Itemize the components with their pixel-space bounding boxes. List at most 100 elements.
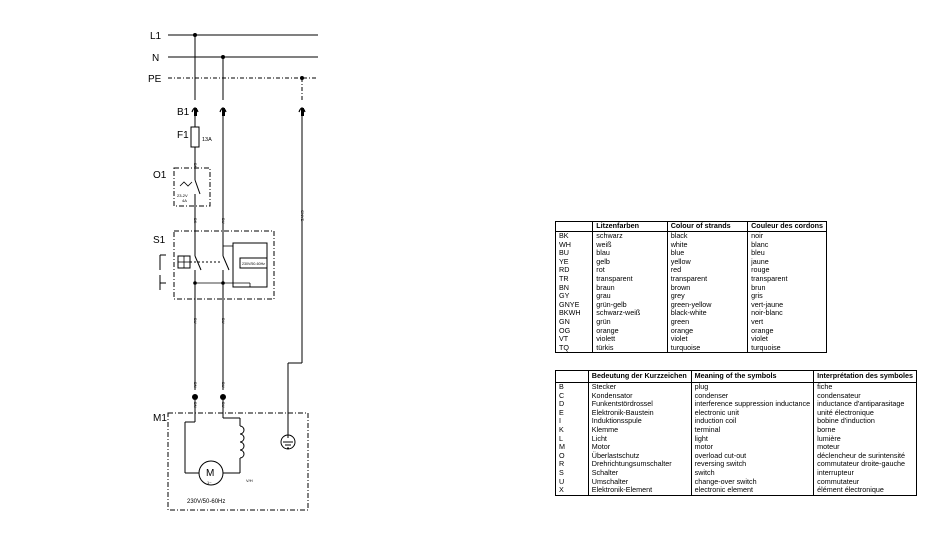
- wire-code-bu-2: BU: [193, 318, 198, 324]
- motor-symbol-sub: 1~: [207, 480, 212, 485]
- symbol-table-cell: condenser: [690, 391, 814, 401]
- fuse-body: [190, 126, 200, 148]
- plug-pin-l-body: [194, 108, 197, 116]
- symbol-table-cell: bobine d'induction: [813, 417, 917, 426]
- symbol-header-fr: Interprétation des symboles: [813, 370, 917, 383]
- colour-table-cell: RD: [559, 265, 570, 275]
- symbol-table-cell: Drehrichtungsumschalter: [587, 460, 692, 469]
- colour-table-header: Litzenfarben Colour of strands Couleur d…: [555, 221, 827, 232]
- motor-coil: [239, 425, 245, 459]
- colour-header-de: Litzenfarben: [592, 221, 668, 232]
- symbol-table-cell: Elektronik-Baustein: [587, 408, 692, 418]
- symbol-table-cell: light: [690, 434, 814, 444]
- plug-pin-n-body: [222, 108, 225, 116]
- symbol-table-cell: electronic element: [690, 485, 814, 496]
- symbol-table-cell: commutateur: [813, 477, 917, 487]
- s1-detail: 230V/50-60Hz: [242, 262, 265, 266]
- symbol-table-cell: U: [559, 476, 565, 486]
- colour-table-cell: grau: [592, 292, 668, 301]
- colour-table-cell: blau: [592, 249, 668, 258]
- colour-table-cell: GN: [559, 316, 570, 326]
- wire-code-bn-2: BN: [193, 382, 198, 388]
- colour-table-cell: transparent: [747, 274, 827, 284]
- colour-table-cell: noir-blanc: [747, 309, 827, 318]
- symbol-table-cell: L: [559, 433, 563, 443]
- symbol-table-cell: fiche: [813, 382, 917, 392]
- colour-table-cell: GY: [559, 291, 570, 301]
- motor-terminal-l: [192, 394, 198, 400]
- symbol-table-cell: commutateur droite-gauche: [813, 460, 917, 469]
- colour-table-cell: orange: [666, 326, 748, 336]
- symbol-table-cell: overload cut-out: [690, 451, 814, 461]
- colour-table-cell: black: [666, 231, 748, 241]
- m1-label: M1: [153, 413, 167, 424]
- rail-pe-label: PE: [148, 74, 162, 85]
- colour-table-cell: orange: [747, 326, 827, 336]
- colour-table-cell: noir: [747, 231, 827, 241]
- colour-table-cell: orange: [592, 326, 668, 336]
- symbol-table-cell: electronic unit: [690, 408, 814, 418]
- colour-table-cell: brun: [747, 283, 827, 293]
- colour-table-cell: TR: [559, 273, 569, 283]
- symbol-table-cell: inductance d'antiparasitage: [813, 400, 917, 409]
- symbol-table-header: Bedeutung der Kurzzeichen Meaning of the…: [555, 370, 917, 383]
- colour-table-cell: blanc: [747, 240, 827, 250]
- symbol-table-cell: Motor: [587, 443, 692, 452]
- colour-table-cell: VT: [559, 334, 569, 344]
- symbol-table-cell: Funkentstördrossel: [587, 400, 692, 409]
- symbol-header-en: Meaning of the symbols: [690, 370, 814, 383]
- symbol-table-cell: motor: [690, 443, 814, 452]
- colour-table-cell: türkis: [592, 343, 668, 353]
- o1-box: [173, 167, 211, 207]
- colour-table-cell: vert: [747, 317, 827, 327]
- symbol-table-cell: Stecker: [587, 382, 692, 392]
- colour-table-cell: rouge: [747, 266, 827, 275]
- symbol-table-cell: condensateur: [813, 391, 917, 401]
- symbol-table-cell: M: [559, 442, 565, 452]
- colour-table-cell: schwarz: [592, 231, 668, 241]
- o1-thermal-link: [179, 181, 193, 187]
- colour-table-cell: green: [666, 317, 748, 327]
- symbol-table-cell: Schalter: [587, 468, 692, 478]
- symbol-table-cell: Licht: [587, 434, 692, 444]
- s1-contact-n-blade: [222, 255, 230, 271]
- symbol-table-cell: unité électronique: [813, 408, 917, 418]
- symbol-table-cell: Elektronik-Element: [587, 485, 692, 496]
- symbol-meaning-table: Bedeutung der Kurzzeichen Meaning of the…: [555, 370, 917, 496]
- colour-header-en: Colour of strands: [666, 221, 748, 232]
- colour-table-cell: YE: [559, 256, 569, 266]
- wire-code-bn-1: BN: [193, 163, 198, 169]
- symbol-table-cell: Kondensator: [587, 391, 692, 401]
- f1-label: F1: [177, 130, 189, 141]
- colour-table-cell: brown: [666, 283, 748, 293]
- colour-header-code: [555, 221, 593, 232]
- symbol-table-cell: induction coil: [690, 417, 814, 426]
- colour-table-cell: red: [666, 266, 748, 275]
- symbol-table-cell: D: [559, 399, 565, 409]
- colour-table-cell: GNYE: [559, 299, 580, 309]
- colour-table-cell: violet: [747, 335, 827, 344]
- rail-l1-label: L1: [150, 31, 162, 42]
- colour-table-cell: braun: [592, 283, 668, 293]
- symbol-table-cell: S: [559, 467, 564, 477]
- symbol-table-cell: C: [559, 390, 565, 400]
- colour-table-cell: WH: [559, 239, 571, 249]
- colour-table-cell: grün-gelb: [592, 300, 668, 310]
- o1-contact-blade: [194, 179, 201, 195]
